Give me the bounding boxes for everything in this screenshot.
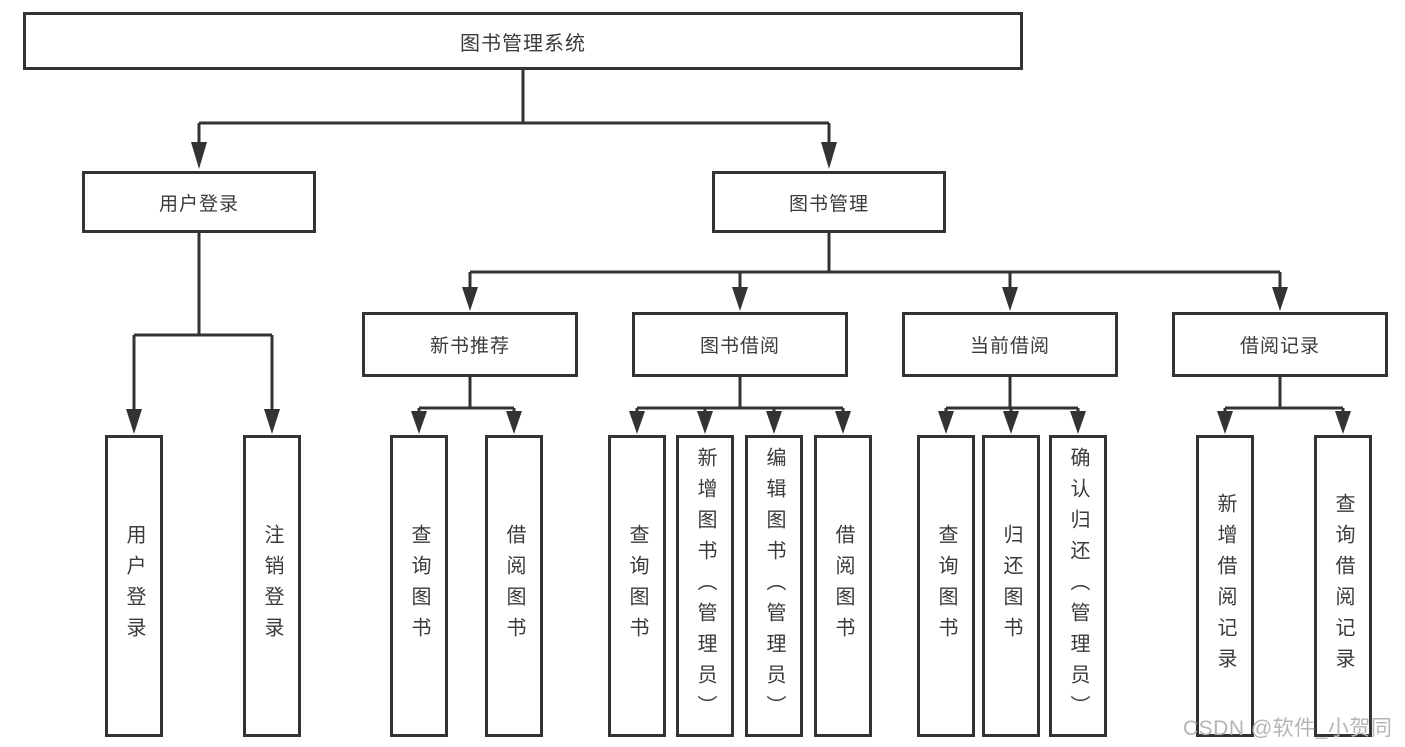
leaf-borrowing-borrow-books: 借阅图书	[814, 435, 872, 737]
arrow-down-icon	[732, 287, 748, 311]
node-label: 新书推荐	[429, 336, 510, 357]
node-current-borrowing: 当前借阅	[902, 312, 1118, 377]
leaf-edit-book-admin: 编辑图书（管理员）	[745, 435, 803, 737]
node-label: 当前借阅	[969, 336, 1050, 357]
node-new-book-recommendation: 新书推荐	[362, 312, 578, 377]
arrow-down-icon	[1335, 411, 1351, 434]
arrow-down-icon	[938, 411, 954, 434]
arrow-down-icon	[191, 142, 207, 169]
leaf-add-book-admin: 新增图书（管理员）	[676, 435, 734, 737]
leaf-confirm-return-admin: 确认归还（管理员）	[1049, 435, 1107, 737]
connector-root-to-level2	[191, 70, 837, 169]
node-label: 图书管理系统	[460, 32, 586, 55]
arrow-down-icon	[629, 411, 645, 434]
connector-user-login-to-leaves	[126, 233, 280, 434]
arrow-down-icon	[1070, 411, 1086, 434]
arrow-down-icon	[411, 411, 427, 434]
node-book-management: 图书管理	[712, 171, 946, 233]
node-label: 借阅记录	[1239, 336, 1320, 357]
arrow-down-icon	[126, 409, 142, 434]
leaf-query-borrow-record: 查询借阅记录	[1314, 435, 1372, 737]
arrow-down-icon	[506, 411, 522, 434]
leaf-recommend-borrow-books: 借阅图书	[485, 435, 543, 737]
leaf-user-login: 用户登录	[105, 435, 163, 737]
leaf-label: 借阅图书	[832, 524, 854, 648]
node-book-borrowing: 图书借阅	[632, 312, 848, 377]
leaf-label: 注销登录	[261, 524, 283, 648]
leaf-borrowing-query-books: 查询图书	[608, 435, 666, 737]
node-user-login-branch: 用户登录	[82, 171, 316, 233]
connector-borrowing-records-to-leaves	[1217, 377, 1351, 434]
leaf-label: 新增借阅记录	[1214, 493, 1236, 679]
node-library-management-system: 图书管理系统	[23, 12, 1023, 70]
connector-book-management-to-level3	[462, 233, 1288, 311]
arrow-down-icon	[1272, 287, 1288, 311]
arrow-down-icon	[264, 409, 280, 434]
leaf-add-borrow-record: 新增借阅记录	[1196, 435, 1254, 737]
connector-current-borrowing-to-leaves	[938, 377, 1086, 434]
connector-new-book-recommendation-to-leaves	[411, 377, 522, 434]
leaf-logout: 注销登录	[243, 435, 301, 737]
leaf-label: 归还图书	[1000, 524, 1022, 648]
node-label: 图书管理	[788, 193, 869, 215]
leaf-label: 查询图书	[626, 524, 648, 648]
leaf-label: 新增图书（管理员）	[694, 446, 716, 726]
node-label: 图书借阅	[699, 336, 780, 357]
arrow-down-icon	[835, 411, 851, 434]
leaf-label: 查询图书	[935, 524, 957, 648]
leaf-label: 借阅图书	[503, 524, 525, 648]
leaf-current-query-books: 查询图书	[917, 435, 975, 737]
arrow-down-icon	[821, 142, 837, 169]
leaf-label: 用户登录	[123, 524, 145, 648]
arrow-down-icon	[1217, 411, 1233, 434]
leaf-label: 查询图书	[408, 524, 430, 648]
arrow-down-icon	[766, 411, 782, 434]
arrow-down-icon	[462, 287, 478, 311]
arrow-down-icon	[697, 411, 713, 434]
arrow-down-icon	[1003, 411, 1019, 434]
leaf-label: 编辑图书（管理员）	[763, 446, 785, 726]
leaf-return-books: 归还图书	[982, 435, 1040, 737]
connector-book-borrowing-to-leaves	[629, 377, 851, 434]
leaf-recommend-query-books: 查询图书	[390, 435, 448, 737]
node-label: 用户登录	[158, 193, 239, 215]
leaf-label: 确认归还（管理员）	[1067, 446, 1089, 726]
watermark: CSDN @软件_小贺同学	[1183, 717, 1393, 740]
arrow-down-icon	[1002, 287, 1018, 311]
leaf-label: 查询借阅记录	[1332, 493, 1354, 679]
node-borrowing-records: 借阅记录	[1172, 312, 1388, 377]
